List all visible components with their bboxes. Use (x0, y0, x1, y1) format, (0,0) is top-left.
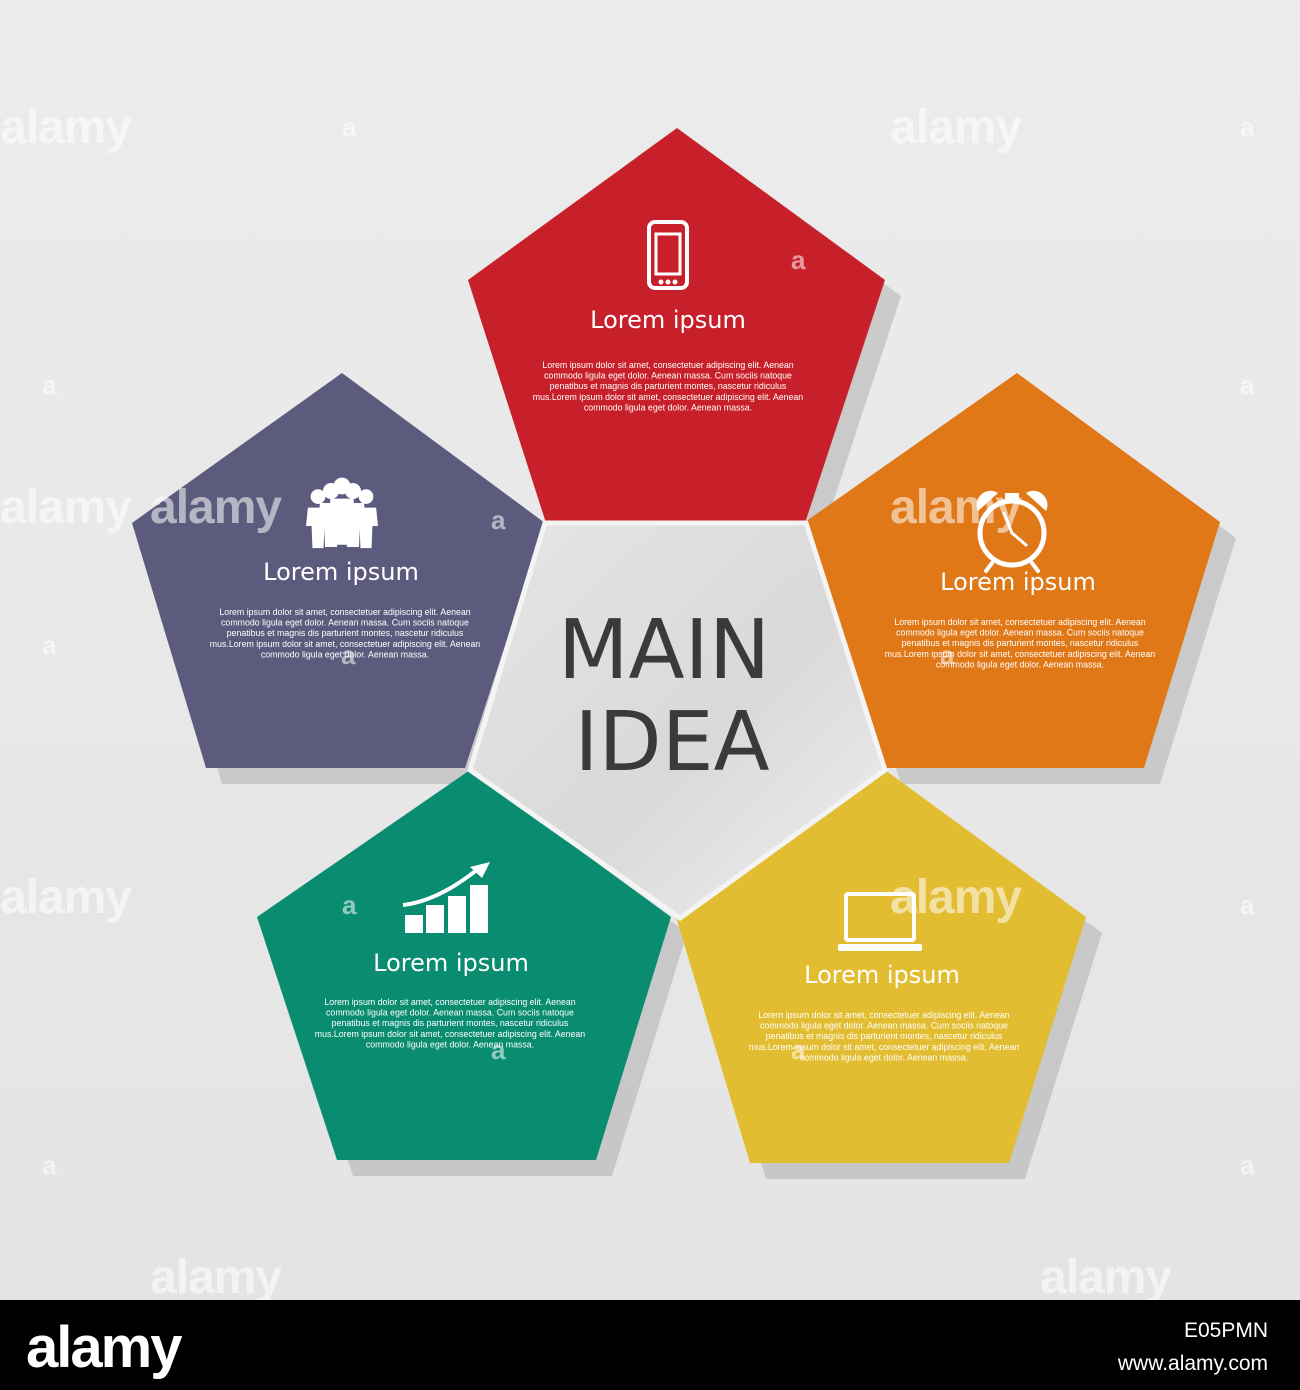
body-line: mus.Lorem ipsum dolor sit amet, consecte… (315, 1029, 586, 1039)
growth-chart-icon (402, 862, 490, 933)
body-line: commodo ligula eget dolor. Aenean massa. (261, 649, 429, 659)
body-line: commodo ligula eget dolor. Aenean massa.… (221, 618, 469, 628)
body-line: penatibus et magnis dis parturient monte… (902, 638, 1139, 648)
petal-top-title: Lorem ipsum (590, 306, 746, 334)
petal-right-shape (805, 373, 1220, 768)
team-people-icon (306, 477, 378, 549)
body-line: commodo ligula eget dolor. Aenean massa. (584, 402, 752, 412)
smartphone-icon (647, 220, 689, 290)
alarm-clock-icon (976, 490, 1048, 573)
body-line: commodo ligula eget dolor. Aenean massa.… (760, 1021, 1008, 1031)
center-title-line2: IDEA (574, 695, 769, 790)
laptop-icon (838, 892, 922, 951)
body-line: Lorem ipsum dolor sit amet, consectetuer… (219, 607, 470, 617)
body-line: commodo ligula eget dolor. Aenean massa. (936, 659, 1104, 669)
petal-bottom-left-body: Lorem ipsum dolor sit amet, consectetuer… (315, 997, 586, 1049)
petal-bottom-left-title: Lorem ipsum (373, 949, 529, 977)
body-line: Lorem ipsum dolor sit amet, consectetuer… (758, 1010, 1009, 1020)
footer-bar: alamy E05PMN www.alamy.com (0, 1300, 1300, 1390)
body-line: mus.Lorem ipsum dolor sit amet, consecte… (885, 649, 1156, 659)
petal-top-body: Lorem ipsum dolor sit amet, consectetuer… (533, 360, 804, 412)
body-line: commodo ligula eget dolor. Aenean massa. (800, 1052, 968, 1062)
body-line: mus.Lorem ipsum dolor sit amet, consecte… (749, 1042, 1020, 1052)
image-id: E05PMN (1183, 1319, 1268, 1342)
site-url: www.alamy.com (1117, 1352, 1268, 1375)
petal-top-shape (468, 128, 885, 523)
body-line: commodo ligula eget dolor. Aenean massa.… (326, 1008, 574, 1018)
body-line: mus.Lorem ipsum dolor sit amet, consecte… (210, 639, 481, 649)
body-line: penatibus et magnis dis parturient monte… (766, 1031, 1003, 1041)
center-title-line1: MAIN (558, 603, 770, 698)
footer-meta: E05PMN www.alamy.com (1118, 1314, 1268, 1380)
body-line: commodo ligula eget dolor. Aenean massa. (366, 1039, 534, 1049)
body-line: Lorem ipsum dolor sit amet, consectetuer… (894, 617, 1145, 627)
body-line: Lorem ipsum dolor sit amet, consectetuer… (542, 360, 793, 370)
body-line: penatibus et magnis dis parturient monte… (550, 381, 787, 391)
body-line: Lorem ipsum dolor sit amet, consectetuer… (324, 997, 575, 1007)
petal-right-body: Lorem ipsum dolor sit amet, consectetuer… (885, 617, 1156, 669)
petal-right-title: Lorem ipsum (940, 568, 1096, 596)
body-line: mus.Lorem ipsum dolor sit amet, consecte… (533, 392, 804, 402)
body-line: penatibus et magnis dis parturient monte… (227, 628, 464, 638)
petal-left-body: Lorem ipsum dolor sit amet, consectetuer… (210, 607, 481, 659)
body-line: commodo ligula eget dolor. Aenean massa.… (544, 371, 792, 381)
petal-left-shape (132, 373, 545, 768)
petal-bottom-right-body: Lorem ipsum dolor sit amet, consectetuer… (749, 1010, 1020, 1062)
petal-bottom-right-shape (676, 770, 1086, 1163)
petal-bottom-right-title: Lorem ipsum (804, 961, 960, 989)
footer-logo: alamy (26, 1315, 182, 1380)
body-line: commodo ligula eget dolor. Aenean massa.… (896, 628, 1144, 638)
petal-left-title: Lorem ipsum (263, 558, 419, 586)
main-idea-center: MAIN IDEA (467, 520, 888, 922)
body-line: penatibus et magnis dis parturient monte… (332, 1018, 569, 1028)
petal-bottom-left-shape (257, 770, 671, 1160)
center-pentagon (467, 520, 888, 922)
